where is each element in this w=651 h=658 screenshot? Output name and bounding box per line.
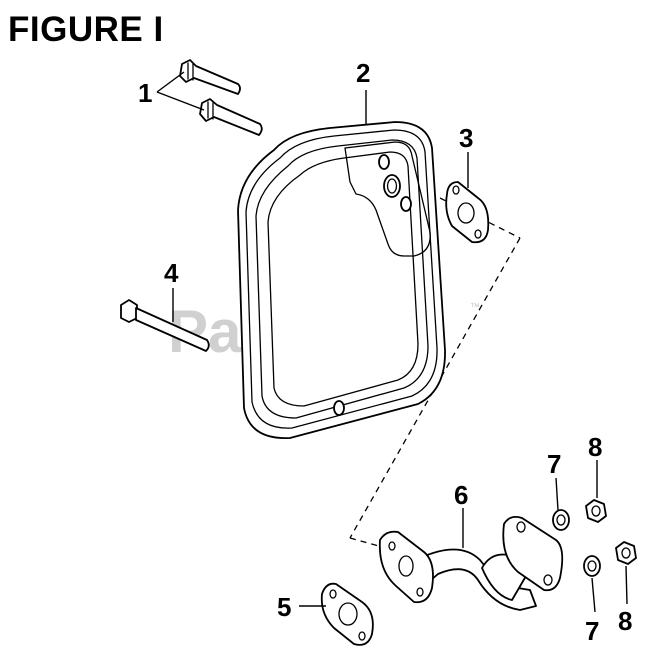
bolt-4[interactable] bbox=[120, 299, 210, 352]
callout-7-lower: 7 bbox=[585, 616, 599, 646]
watermark-trademark: ™ bbox=[470, 302, 480, 313]
bolt-1-upper[interactable] bbox=[179, 59, 241, 95]
washer-7-lower[interactable] bbox=[583, 555, 601, 577]
figure-title: FIGURE I bbox=[8, 10, 164, 49]
gasket-5[interactable] bbox=[320, 582, 374, 646]
callout-8-upper: 8 bbox=[588, 432, 602, 462]
bolt-1-lower[interactable] bbox=[199, 98, 263, 136]
callout-8-lower: 8 bbox=[618, 606, 632, 636]
leader-lines bbox=[156, 71, 628, 613]
callout-7-upper: 7 bbox=[547, 449, 561, 479]
callout-6: 6 bbox=[454, 480, 468, 510]
callout-3: 3 bbox=[459, 123, 473, 153]
gasket-3[interactable] bbox=[445, 181, 490, 244]
exhaust-pipe-6[interactable] bbox=[378, 515, 564, 611]
muffler-2[interactable] bbox=[237, 121, 446, 439]
nut-8-lower[interactable] bbox=[615, 541, 637, 565]
washer-7-upper[interactable] bbox=[552, 509, 570, 531]
callout-2: 2 bbox=[356, 58, 370, 88]
callout-4: 4 bbox=[164, 258, 179, 288]
callout-5: 5 bbox=[277, 592, 291, 622]
nut-8-upper[interactable] bbox=[585, 499, 607, 523]
callout-1: 1 bbox=[138, 78, 152, 108]
